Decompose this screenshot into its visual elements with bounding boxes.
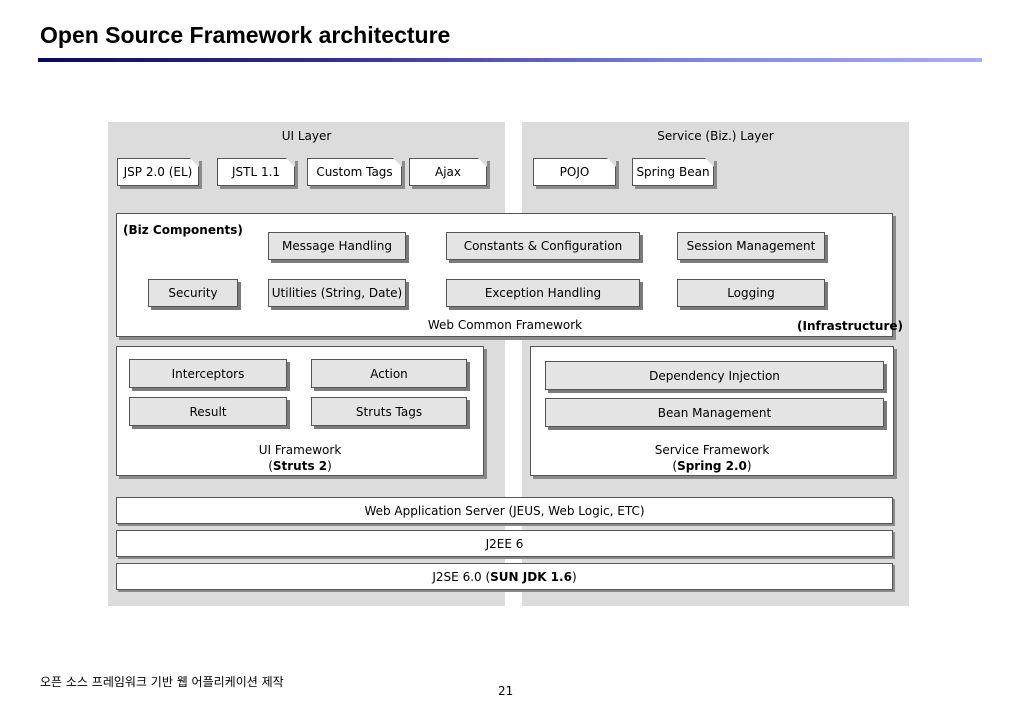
ui-item-jsp-label: JSP 2.0 (EL) <box>123 165 193 179</box>
ui-item-ajax: Ajax <box>409 158 487 186</box>
module-interceptors: Interceptors <box>129 359 287 388</box>
service-item-pojo-label: POJO <box>559 165 590 179</box>
page-number: 21 <box>498 684 514 698</box>
page-title: Open Source Framework architecture <box>40 22 451 48</box>
module-struts-tags: Struts Tags <box>311 397 467 426</box>
service-item-spring-bean-label: Spring Bean <box>636 165 710 179</box>
module-session-management: Session Management <box>677 232 825 260</box>
ui-item-jstl: JSTL 1.1 <box>217 158 295 186</box>
j2se-bar: J2SE 6.0 (SUN JDK 1.6) <box>116 563 893 590</box>
title-underline <box>38 58 982 62</box>
ui-item-jsp: JSP 2.0 (EL) <box>117 158 199 186</box>
footer-caption: 오픈 소스 프레임워크 기반 웹 어플리케이션 제작 <box>40 675 284 689</box>
ui-framework-product: (Struts 2) <box>268 459 332 473</box>
module-security: Security <box>148 279 238 307</box>
ui-item-ajax-label: Ajax <box>435 165 461 179</box>
module-utilities: Utilities (String, Date) <box>268 279 406 307</box>
service-item-pojo: POJO <box>533 158 616 186</box>
ui-framework-name: UI Framework <box>258 443 342 457</box>
module-dependency-injection: Dependency Injection <box>545 361 884 390</box>
web-common-framework-label: Web Common Framework <box>427 318 583 332</box>
service-item-spring-bean: Spring Bean <box>632 158 714 186</box>
ui-layer-label: UI Layer <box>281 129 332 143</box>
ui-item-custom-tags: Custom Tags <box>307 158 402 186</box>
service-layer-label: Service (Biz.) Layer <box>657 129 774 143</box>
j2ee-bar: J2EE 6 <box>116 530 893 557</box>
service-framework-product: (Spring 2.0) <box>672 459 752 473</box>
module-exception-handling: Exception Handling <box>446 279 640 307</box>
infrastructure-label: (Infrastructure) <box>797 319 904 333</box>
module-action: Action <box>311 359 467 388</box>
module-bean-management: Bean Management <box>545 398 884 427</box>
was-bar: Web Application Server (JEUS, Web Logic,… <box>116 497 893 524</box>
module-constants-configuration: Constants & Configuration <box>446 232 640 260</box>
ui-item-jstl-label: JSTL 1.1 <box>231 165 281 179</box>
service-framework-caption: Service Framework (Spring 2.0) <box>530 442 894 474</box>
module-logging: Logging <box>677 279 825 307</box>
service-framework-name: Service Framework <box>654 443 770 457</box>
ui-item-custom-tags-label: Custom Tags <box>316 165 393 179</box>
module-result: Result <box>129 397 287 426</box>
module-message-handling: Message Handling <box>268 232 406 260</box>
biz-components-label: (Biz Components) <box>123 223 243 237</box>
ui-framework-caption: UI Framework (Struts 2) <box>116 442 484 474</box>
